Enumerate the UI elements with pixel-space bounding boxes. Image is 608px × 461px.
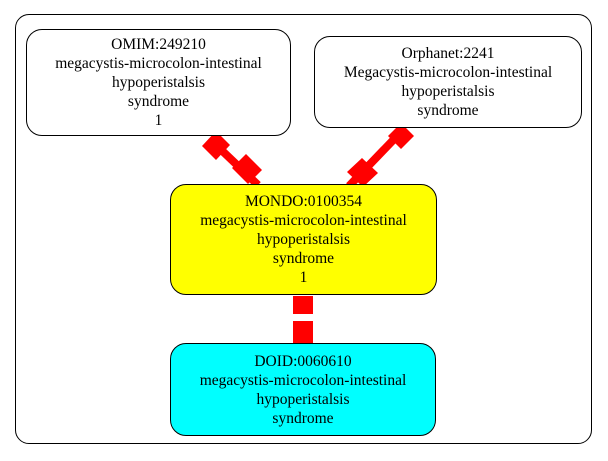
node-mondo-label-line4: 1 — [299, 269, 308, 286]
edge-end-cap — [293, 321, 313, 343]
graph-frame — [15, 14, 592, 444]
edge-end-cap — [232, 154, 262, 184]
edge-mondo-doid — [293, 296, 313, 343]
node-orphanet[interactable]: Orphanet:2241 Megacystis-microcolon-inte… — [314, 36, 582, 128]
edge-orphanet-mondo — [346, 123, 414, 189]
node-doid-label-line3: syndrome — [272, 409, 334, 427]
node-orphanet-label-line1: Megacystis-microcolon-intestinal — [343, 64, 553, 81]
node-omim-label-line3: syndrome — [127, 93, 190, 110]
edge-omim-mondo — [202, 131, 262, 188]
edge-end-cap — [347, 158, 378, 187]
node-mondo-id: MONDO:0100354 — [244, 193, 363, 210]
edge-end-cap — [293, 296, 313, 314]
node-orphanet-id: Orphanet:2241 — [401, 45, 495, 62]
node-mondo[interactable]: MONDO:0100354 megacystis-microcolon-inte… — [170, 184, 437, 295]
node-orphanet-label-line3: syndrome — [417, 102, 479, 119]
node-mondo-label-line3: syndrome — [272, 250, 335, 267]
node-orphanet-label-line2: hypoperistalsis — [401, 83, 495, 100]
node-omim-id: OMIM:249210 — [111, 36, 206, 53]
node-omim-label-line2: hypoperistalsis — [112, 74, 205, 91]
node-doid-id: DOID:0060610 — [254, 352, 352, 370]
node-omim-label-line4: 1 — [154, 112, 163, 129]
edge-end-cap — [202, 131, 230, 160]
node-omim[interactable]: OMIM:249210 megacystis-microcolon-intest… — [26, 29, 291, 136]
node-doid-label-line1: megacystis-microcolon-intestinal — [199, 371, 407, 389]
node-mondo-label-line1: megacystis-microcolon-intestinal — [200, 212, 407, 229]
edge-end-cap — [388, 123, 414, 149]
node-mondo-label-line2: hypoperistalsis — [257, 231, 350, 248]
node-doid-label-line2: hypoperistalsis — [256, 390, 350, 408]
node-doid[interactable]: DOID:0060610 megacystis-microcolon-intes… — [170, 343, 436, 436]
node-omim-label-line1: megacystis-microcolon-intestinal — [55, 55, 262, 72]
